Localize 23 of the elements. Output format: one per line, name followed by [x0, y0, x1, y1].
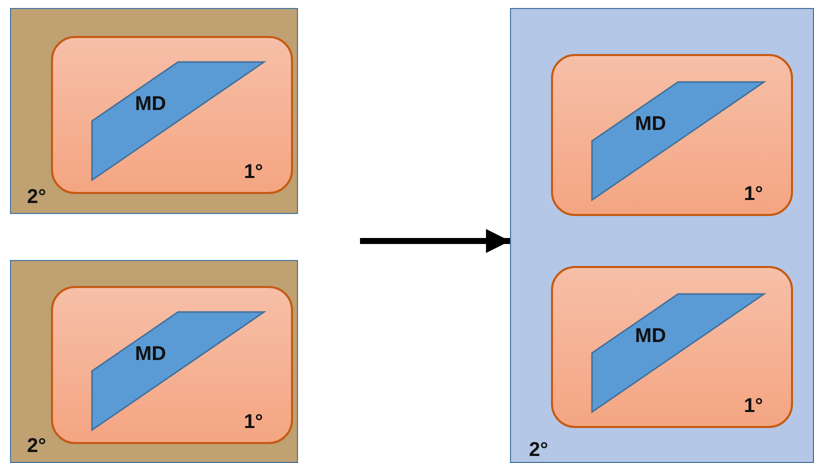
- box-label: 1°: [744, 184, 763, 204]
- outer-box: [510, 8, 814, 463]
- outer-box: [10, 260, 298, 463]
- shape-label: MD: [135, 94, 166, 114]
- parallelogram-shape: [591, 81, 765, 201]
- shape-label: MD: [135, 344, 166, 364]
- parallelogram-shape: [91, 311, 265, 431]
- rounded-box: [551, 54, 793, 216]
- outer-box: [10, 8, 298, 214]
- rounded-box: [551, 266, 793, 428]
- shape-label: MD: [635, 114, 666, 134]
- box-label: 2°: [27, 436, 46, 456]
- arrow: [360, 229, 510, 253]
- box-label: 1°: [744, 396, 763, 416]
- shape-label: MD: [635, 326, 666, 346]
- rounded-box: [51, 36, 293, 194]
- parallelogram-shape: [591, 293, 765, 413]
- rounded-box: [51, 286, 293, 444]
- box-label: 2°: [529, 440, 548, 460]
- box-label: 1°: [244, 162, 263, 182]
- box-label: 1°: [244, 412, 263, 432]
- parallelogram-shape: [91, 61, 265, 181]
- box-label: 2°: [27, 187, 46, 207]
